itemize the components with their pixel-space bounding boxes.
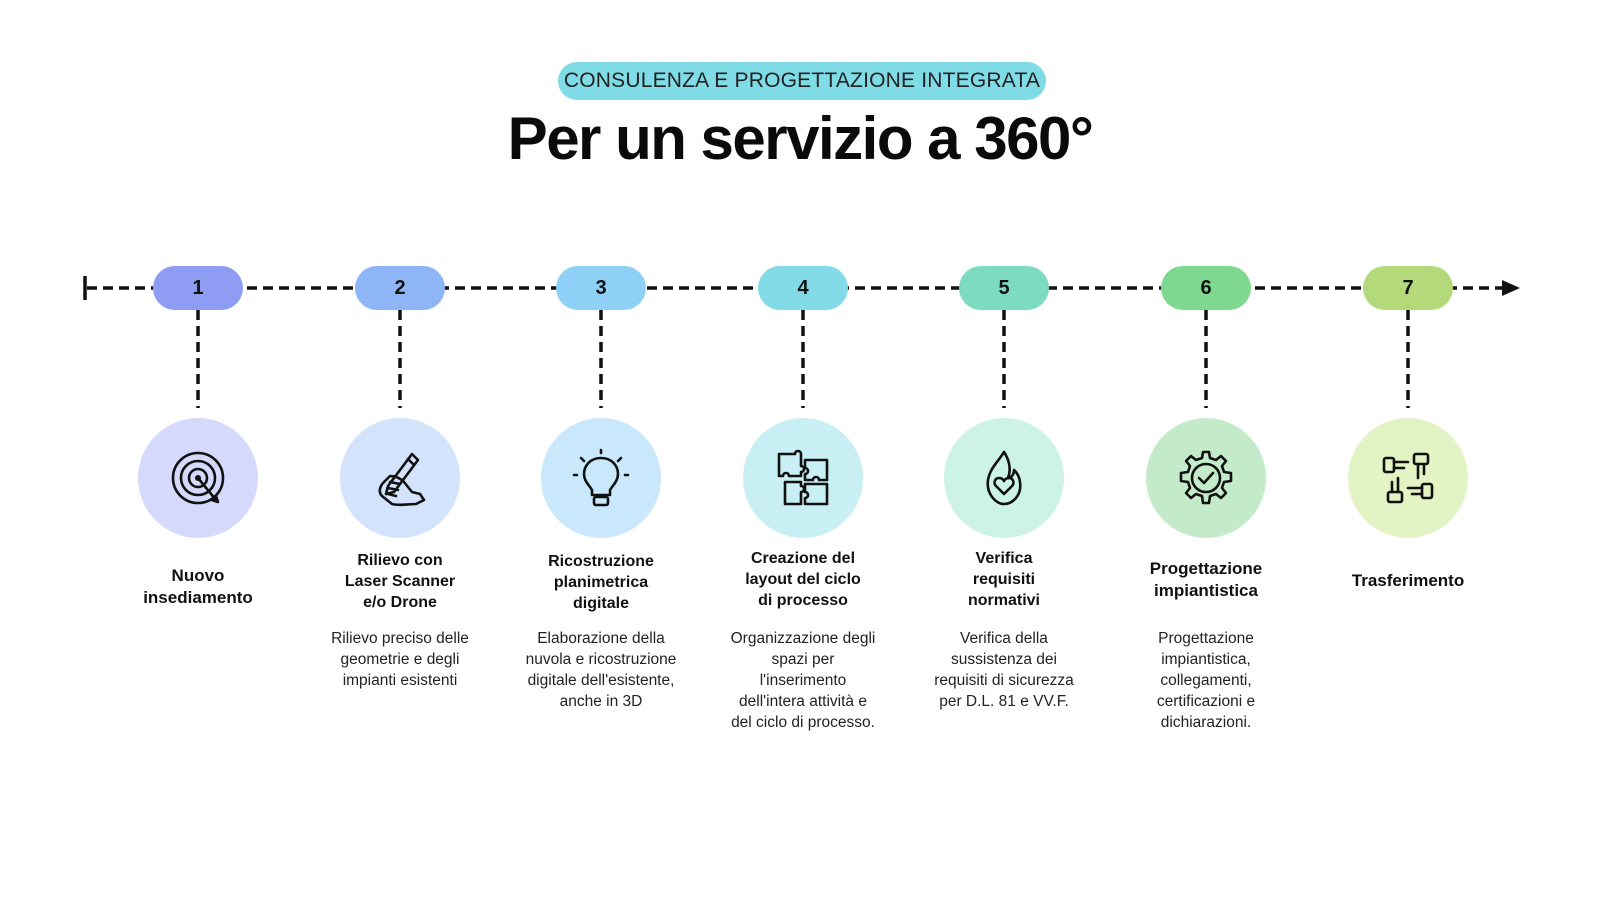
step-title-line: e/o Drone (363, 594, 437, 611)
step-number: 7 (1402, 276, 1414, 299)
target-icon (171, 451, 225, 505)
step-title-line: Trasferimento (1351, 571, 1465, 590)
step-number-pill: 4 (758, 266, 848, 310)
gear-check-icon (1179, 450, 1233, 505)
step-icon-circle (1146, 418, 1266, 538)
step-description-line: impiantistica, (1161, 651, 1251, 668)
step-description-line: dichiarazioni. (1160, 714, 1252, 731)
step-number: 6 (1200, 276, 1212, 299)
step-number: 1 (192, 276, 204, 299)
step-description-line: certificazioni e (1156, 693, 1256, 710)
step-title-line: Creazione del (750, 550, 856, 567)
step-description-line: spazi per (771, 651, 835, 668)
step-description-line: del ciclo di processo. (731, 714, 875, 731)
step-description: Elaborazione della nuvola e ricostruzione… (515, 628, 687, 712)
step-title-line: planimetrica (553, 574, 649, 591)
step-number-pill: 3 (556, 266, 646, 310)
flame-heart-icon (986, 450, 1022, 506)
step-title-line: Nuovo (171, 566, 225, 585)
step-description: Rilievo preciso delle geometrie e degli im… (314, 628, 486, 691)
section-badge-label: CONSULENZA E PROGETTAZIONE INTEGRATA (563, 69, 1041, 92)
step-number-pill: 7 (1363, 266, 1453, 310)
step-description-line: nuvola e ricostruzione (525, 651, 677, 668)
step-icon-circle (944, 418, 1064, 538)
step-number: 5 (998, 276, 1010, 299)
step-description-line: Rilievo preciso delle (331, 630, 469, 647)
step-description-line: Organizzazione degli (730, 630, 876, 647)
step-number-pill: 6 (1161, 266, 1251, 310)
step-title: Nuovo insediamento (103, 565, 293, 609)
step-number: 4 (797, 276, 809, 299)
step-title-line: insediamento (143, 588, 253, 607)
step-title-line: Ricostruzione (548, 553, 654, 570)
step-title-line: impiantistica (1154, 581, 1258, 600)
step-title-line: requisiti (972, 571, 1036, 588)
step-title-line: Rilievo con (357, 552, 443, 569)
step-icon-circle (1348, 418, 1468, 538)
step-title-line: digitale (572, 595, 629, 612)
timeline-arrow-icon (1502, 280, 1520, 296)
section-badge: CONSULENZA E PROGETTAZIONE INTEGRATA (558, 62, 1046, 100)
step-title: Progettazione impiantistica (1111, 558, 1301, 602)
step-description-line: geometrie e degli (340, 651, 460, 668)
step-description-line: sussistenza dei (951, 651, 1057, 668)
step-title-line: Verifica (975, 550, 1033, 567)
step-title-line: Progettazione (1149, 559, 1263, 578)
step-icon-circle (138, 418, 258, 538)
step-connectors (196, 310, 1410, 408)
step-description-line: collegamenti, (1160, 672, 1252, 689)
page-title: Per un servizio a 360° (507, 105, 1094, 172)
step-description-line: per D.L. 81 e VV.F. (939, 693, 1069, 710)
step-description-line: dell'intera attività e (739, 693, 867, 710)
step-number: 2 (394, 276, 406, 299)
step-number-pill: 2 (355, 266, 445, 310)
step-description: Progettazione impiantistica, collegamenti,… (1120, 628, 1292, 733)
step-description: Verifica della sussistenza dei requisiti d… (918, 628, 1090, 712)
step-title: Trasferimento (1313, 570, 1503, 592)
puzzle-icon (777, 449, 829, 506)
step-number-pill: 5 (959, 266, 1049, 310)
pencil-hand-icon (378, 452, 426, 507)
step-title: Creazione del layout del ciclo di processo (708, 548, 898, 611)
step-icon-circle (743, 418, 863, 538)
step-title-line: Laser Scanner (344, 573, 456, 590)
step-title-line: layout del ciclo (745, 571, 861, 588)
step-number: 3 (595, 276, 607, 299)
step-description-line: l'inserimento (759, 672, 847, 689)
step-title-line: di processo (758, 592, 848, 609)
step-number-pill: 1 (153, 266, 243, 310)
step-description-line: Elaborazione della (537, 630, 665, 647)
step-description-line: impianti esistenti (342, 672, 458, 689)
step-description-line: Verifica della (960, 630, 1048, 647)
step-description-line: anche in 3D (559, 693, 643, 710)
step-icon-circle (541, 418, 661, 538)
step-description-line: requisiti di sicurezza (934, 672, 1074, 689)
lightbulb-icon (572, 448, 630, 507)
step-icon-circle (340, 418, 460, 538)
step-description-line: digitale dell'esistente, (527, 672, 675, 689)
step-description: Organizzazione degli spazi per l'inserimen… (717, 628, 889, 733)
step-title: Ricostruzione planimetrica digitale (506, 551, 696, 614)
hands-icon (1382, 452, 1434, 504)
step-title-line: normativi (967, 592, 1040, 609)
step-description-line: Progettazione (1158, 630, 1254, 647)
step-title: Verifica requisiti normativi (909, 548, 1099, 611)
